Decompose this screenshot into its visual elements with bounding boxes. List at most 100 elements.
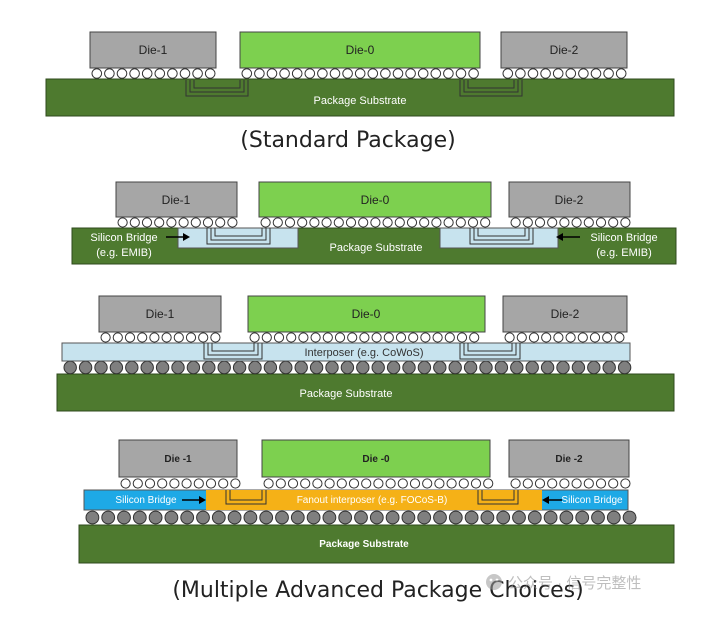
panel-emib: Package Substrate Silicon Bridge (e.g. E… [71, 181, 677, 265]
solder-bump [456, 332, 468, 343]
solder-bump [417, 68, 429, 79]
bump-row-die0 [241, 68, 479, 79]
substrate-2 [71, 227, 677, 265]
solder-bump [432, 332, 443, 343]
solder-bump [322, 510, 337, 525]
solder-bump [217, 360, 231, 375]
solder-bump [467, 217, 479, 228]
solder-bump [540, 68, 551, 79]
solder-bump [565, 332, 576, 343]
substrate-label-3: Package Substrate [300, 388, 393, 400]
solder-bump [392, 68, 404, 79]
bump-row-die1 [91, 68, 216, 79]
solder-bump [553, 332, 564, 343]
solder-bump [385, 510, 400, 525]
solder-bump [433, 510, 447, 525]
die-1-label: Die-1 [162, 193, 191, 207]
solder-bump [260, 217, 271, 228]
solder-bump [444, 332, 455, 343]
bridge-right-traces-2 [469, 228, 534, 245]
solder-bump [358, 217, 369, 228]
solder-bump [469, 332, 480, 343]
solder-bump [338, 510, 353, 525]
c4-bump-row [85, 510, 637, 525]
solder-bump [406, 217, 418, 228]
bridge-left-arrowhead [183, 233, 190, 241]
solder-bump [617, 360, 632, 375]
solder-bump [383, 332, 394, 343]
bump-row-die2 [510, 217, 631, 228]
solder-bump [198, 332, 209, 343]
solder-bump [179, 68, 191, 79]
solder-bump [325, 360, 339, 375]
solder-bump [543, 510, 558, 525]
die-2-label: Die-2 [551, 307, 580, 321]
solder-bump [552, 68, 564, 79]
solder-bump [417, 510, 432, 525]
solder-bump [356, 360, 370, 375]
solder-bump [116, 68, 128, 79]
solder-bump [483, 478, 494, 489]
solder-bump [275, 478, 286, 489]
solder-bump [541, 332, 552, 343]
solder-bump [124, 332, 136, 343]
solder-bump [101, 510, 116, 525]
solder-bump [324, 478, 335, 489]
solder-bump [248, 360, 262, 375]
die-2-block [508, 439, 630, 478]
solder-bump [132, 478, 143, 489]
solder-bump [591, 510, 605, 525]
solder-bump [547, 217, 558, 228]
solder-bump [402, 360, 416, 375]
solder-bump [417, 360, 432, 375]
solder-bump [181, 478, 192, 489]
solder-bump [540, 360, 555, 375]
solder-bump [286, 332, 297, 343]
solder-bump [204, 68, 216, 79]
solder-bump [140, 360, 154, 375]
solder-bump [528, 332, 540, 343]
solder-bump [100, 332, 111, 343]
solder-bump [409, 478, 421, 489]
solder-bump [494, 360, 509, 375]
panel-fanout: Package Substrate Silicon Bridge Fanout … [78, 439, 675, 603]
solder-bump [571, 217, 582, 228]
solder-bump [603, 68, 614, 79]
solder-bump [620, 478, 631, 489]
die-1-block [98, 295, 222, 333]
solder-bump [382, 217, 393, 228]
solder-bump [241, 68, 253, 79]
solder-bump [125, 360, 139, 375]
bump-row-die2 [504, 332, 625, 343]
die-0-block [239, 31, 481, 69]
solder-bump [575, 510, 590, 525]
die-1-block [115, 181, 238, 218]
solder-bump [602, 332, 613, 343]
solder-bump [144, 478, 156, 489]
solder-bump [279, 360, 293, 375]
solder-bump [317, 68, 328, 79]
solder-bump [243, 510, 258, 525]
solder-bump [371, 360, 385, 375]
solder-bump [463, 360, 478, 375]
solder-bump [547, 478, 558, 489]
solder-bump [161, 332, 172, 343]
solder-bump [117, 510, 131, 525]
bump-row-die1 [100, 332, 221, 343]
solder-bump [577, 332, 588, 343]
solder-bump [154, 68, 166, 79]
solder-bump [468, 68, 479, 79]
solder-bump [480, 510, 495, 525]
solder-bump [589, 332, 601, 343]
solder-bump [512, 510, 526, 525]
solder-bump [129, 217, 140, 228]
panel-standard-package: Package Substrate Die-1 Die-0 Die-2 (Sta… [45, 31, 675, 153]
fanout-bridge-right-label: Silicon Bridge [561, 495, 623, 506]
bridge-left-traces-2 [206, 228, 271, 245]
solder-bump [261, 332, 272, 343]
solder-bump [185, 332, 197, 343]
solder-bump [298, 332, 309, 343]
solder-bump [112, 332, 123, 343]
solder-bump [595, 478, 607, 489]
solder-bump [516, 332, 527, 343]
